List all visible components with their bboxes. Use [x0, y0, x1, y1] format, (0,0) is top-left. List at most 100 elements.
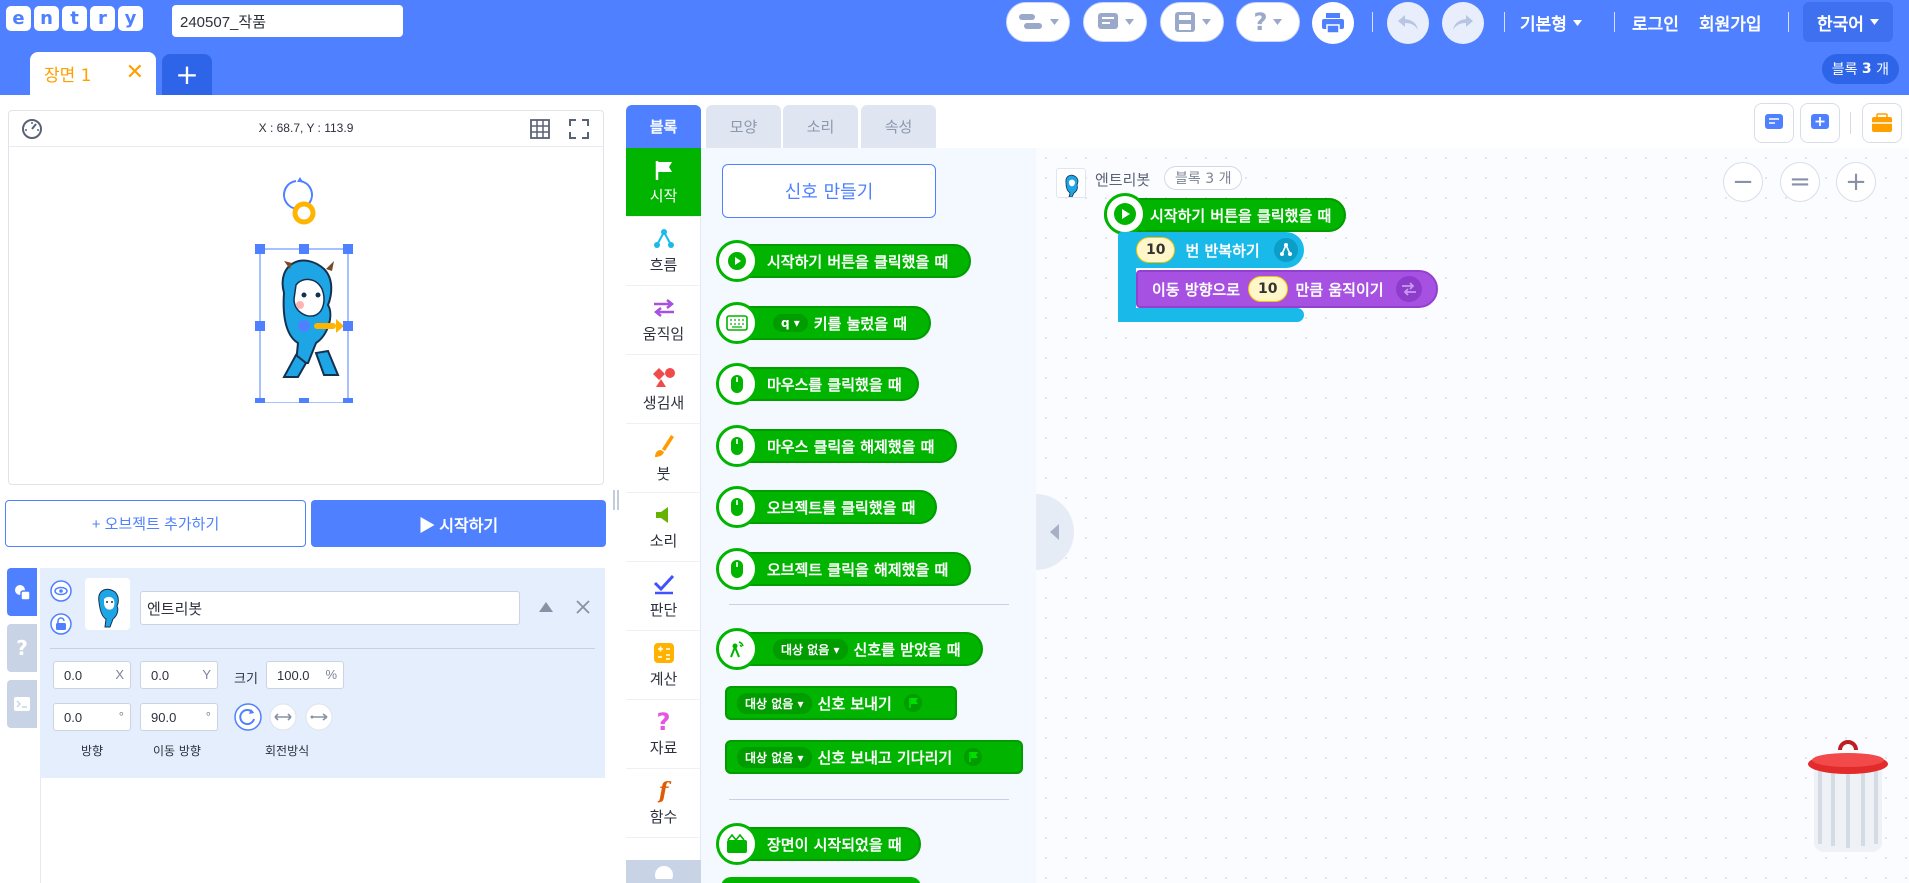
- category-move[interactable]: 움직임: [626, 286, 701, 355]
- tab-shape[interactable]: 모양: [706, 105, 781, 148]
- signal-dropdown[interactable]: 대상 없음 ▾: [773, 638, 848, 660]
- move-direction-field[interactable]: 90.0 °: [140, 703, 218, 731]
- hat-icon-circle: [716, 425, 758, 467]
- judge-icon: [653, 574, 674, 594]
- project-title-input[interactable]: [172, 5, 403, 37]
- add-memo-button[interactable]: [1800, 103, 1840, 143]
- lock-icon[interactable]: [50, 613, 72, 635]
- tab-help[interactable]: ?: [7, 624, 37, 672]
- size-field[interactable]: 100.0 %: [266, 661, 344, 689]
- signal-dropdown[interactable]: 대상 없음 ▾: [737, 746, 812, 768]
- category-function[interactable]: f 함수: [626, 769, 701, 838]
- script-repeat-block[interactable]: 10 번 반복하기: [1118, 232, 1304, 268]
- zoom-reset-button[interactable]: =: [1780, 162, 1820, 202]
- block-count-badge: 블록 3 개: [1821, 54, 1899, 84]
- stage[interactable]: X : 68.7, Y : 113.9: [8, 110, 604, 485]
- visibility-icon[interactable]: [50, 580, 72, 602]
- block-object-release[interactable]: 오브젝트 클릭을 해제했을 때: [721, 552, 971, 586]
- block-when-start[interactable]: 시작하기 버튼을 클릭했을 때: [721, 244, 971, 278]
- speed-icon[interactable]: [21, 118, 43, 140]
- fullscreen-icon[interactable]: [568, 118, 590, 140]
- category-flow[interactable]: 흐름: [626, 217, 701, 286]
- block-signal-send-wait[interactable]: 대상 없음 ▾ 신호 보내고 기다리기: [725, 740, 1023, 774]
- add-object-button[interactable]: + 오브젝트 추가하기: [5, 500, 306, 547]
- comment-menu-button[interactable]: [1083, 2, 1147, 42]
- print-button[interactable]: [1312, 2, 1354, 44]
- memo-button[interactable]: [1754, 103, 1794, 143]
- block-mouse-release[interactable]: 마우스 클릭을 해제했을 때: [721, 429, 957, 463]
- grid-icon[interactable]: [529, 118, 551, 140]
- chevron-down-icon: [1201, 19, 1211, 25]
- signup-link[interactable]: 회원가입: [1699, 15, 1762, 35]
- data-icon: ?: [656, 707, 671, 736]
- move-amount-input[interactable]: 10: [1248, 276, 1288, 302]
- category-data[interactable]: ? 자료: [626, 700, 701, 769]
- size-value: 100.0: [277, 667, 310, 683]
- category-sound[interactable]: 소리: [626, 493, 701, 562]
- tab-sound[interactable]: 소리: [783, 105, 858, 148]
- block-category-bar: 시작 흐름 움직임 생김새 붓 소리 판단 계산: [626, 148, 701, 883]
- script-move-block[interactable]: 이동 방향으로 10 만큼 움직이기: [1136, 270, 1438, 308]
- tab-console[interactable]: [7, 680, 37, 728]
- zoom-in-button[interactable]: +: [1836, 162, 1876, 202]
- category-more[interactable]: [626, 860, 701, 883]
- close-scene-icon[interactable]: ✕: [125, 60, 144, 85]
- zoom-out-button[interactable]: −: [1723, 162, 1763, 202]
- block-key-pressed[interactable]: q ▾ 키를 눌렀을 때: [721, 306, 931, 340]
- tab-blocks[interactable]: 블록: [626, 105, 701, 148]
- block-label: 신호 보내고 기다리기: [817, 748, 953, 767]
- save-menu-button[interactable]: [1160, 2, 1224, 42]
- repeat-count-input[interactable]: 10: [1136, 237, 1176, 263]
- redo-button[interactable]: [1442, 2, 1484, 44]
- category-label: 움직임: [642, 324, 685, 343]
- undo-button[interactable]: [1387, 2, 1429, 44]
- category-calc[interactable]: 계산: [626, 631, 701, 700]
- make-signal-button[interactable]: 신호 만들기: [722, 164, 936, 218]
- category-label: 생김새: [642, 393, 685, 412]
- category-looks[interactable]: 생김새: [626, 355, 701, 424]
- top-bar: e n t r y ?: [0, 0, 1909, 95]
- tab-properties[interactable]: 속성: [861, 105, 936, 148]
- block-signal-send[interactable]: 대상 없음 ▾ 신호 보내기: [725, 686, 957, 720]
- close-icon[interactable]: [576, 600, 590, 614]
- tab-scene-1[interactable]: 장면 1 ✕: [30, 52, 156, 95]
- object-name-input[interactable]: [140, 591, 520, 625]
- block-label: 만큼 움직이기: [1295, 280, 1384, 299]
- block-label: 신호 보내기: [817, 694, 892, 713]
- category-start[interactable]: 시작: [626, 148, 701, 217]
- backpack-button[interactable]: [1862, 103, 1902, 143]
- start-button[interactable]: ▶ 시작하기: [311, 500, 606, 547]
- object-panel: 0.0 X 0.0 Y 크기 100.0 % 0.0 ° 90.0 ° 방향 이…: [40, 568, 605, 778]
- script-workspace[interactable]: 엔트리봇 블록 3 개 − = + 시작하기 버튼을 클릭했을 때 10 번 반…: [1036, 148, 1909, 883]
- object-thumbnail[interactable]: [85, 578, 130, 630]
- palette-collapse-handle[interactable]: [1036, 494, 1074, 570]
- rotate-none-icon[interactable]: [305, 703, 333, 731]
- block-signal-received[interactable]: 대상 없음 ▾ 신호를 받았을 때: [721, 632, 983, 666]
- collapse-up-icon[interactable]: [539, 602, 553, 612]
- login-link[interactable]: 로그인: [1632, 15, 1679, 35]
- play-icon: [1114, 203, 1136, 225]
- signal-dropdown[interactable]: 대상 없음 ▾: [737, 692, 812, 714]
- x-field[interactable]: 0.0 X: [53, 661, 131, 689]
- panel-resize-handle[interactable]: [613, 490, 619, 510]
- rotate-free-icon[interactable]: [234, 703, 262, 731]
- add-scene-button[interactable]: +: [162, 54, 212, 95]
- send-flag-icon: [964, 748, 983, 766]
- direction-field[interactable]: 0.0 °: [53, 703, 131, 731]
- entrybot-sprite[interactable]: [246, 173, 358, 403]
- trash-can-icon[interactable]: [1806, 738, 1890, 858]
- tab-objects[interactable]: [7, 568, 37, 616]
- category-brush[interactable]: 붓: [626, 424, 701, 493]
- language-dropdown[interactable]: 한국어: [1803, 2, 1893, 42]
- y-field[interactable]: 0.0 Y: [140, 661, 218, 689]
- key-dropdown[interactable]: q ▾: [773, 314, 808, 332]
- board-menu-button[interactable]: [1006, 2, 1070, 42]
- help-menu-button[interactable]: ?: [1236, 2, 1300, 42]
- rotate-horizontal-icon[interactable]: [269, 703, 297, 731]
- canvas-object-name: 엔트리봇: [1095, 171, 1151, 189]
- memo-icon: [1765, 114, 1783, 129]
- scene-icon: [727, 834, 747, 853]
- entry-logo[interactable]: e n t r y: [6, 6, 143, 31]
- mode-dropdown[interactable]: 기본형: [1520, 10, 1582, 35]
- category-judge[interactable]: 판단: [626, 562, 701, 631]
